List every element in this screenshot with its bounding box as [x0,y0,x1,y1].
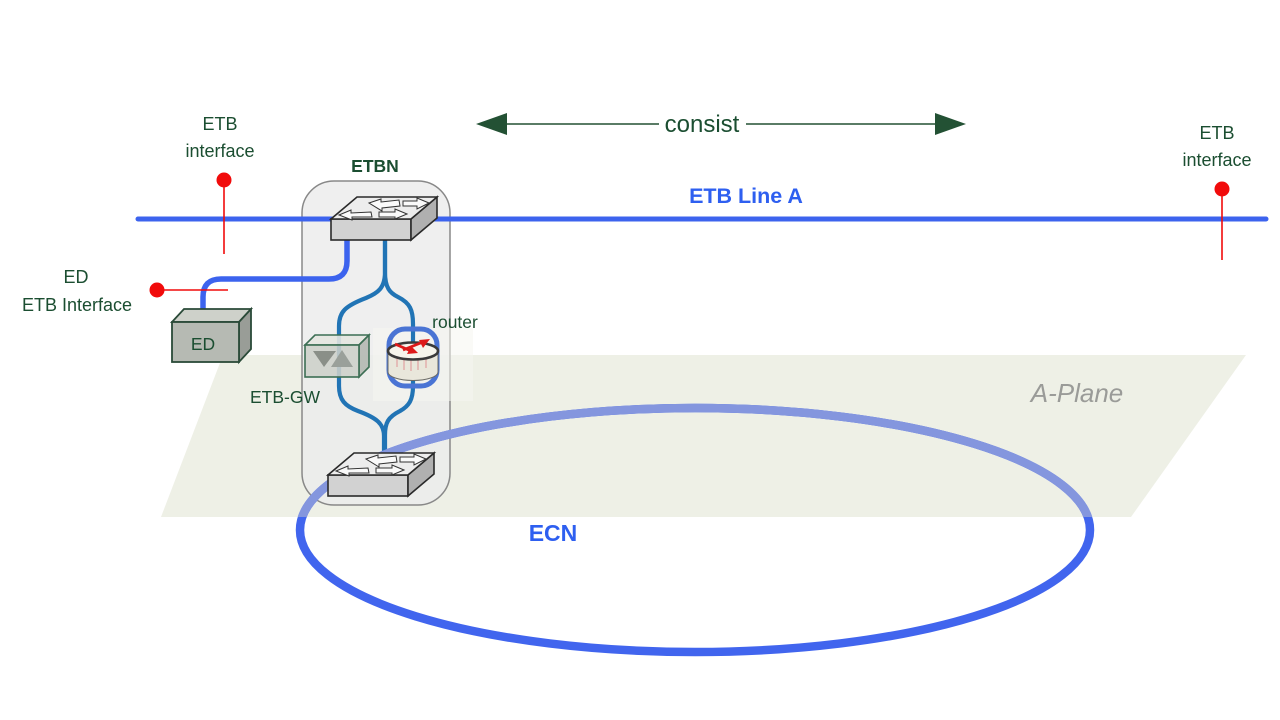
ed-box-label: ED [191,334,215,354]
svg-text:ED: ED [63,267,88,287]
router-arrows [394,339,430,354]
etbn-label: ETBN [351,156,399,176]
arrowhead-left [476,113,507,135]
left-etb-interface-label: ETB interface [185,114,254,161]
left-etb-interface-pin [216,172,232,254]
ecn-ring-muted-over-plane [295,403,1095,517]
router-icon [386,326,440,389]
consist-label: consist [665,111,740,138]
right-etb-interface-pin [1214,181,1230,260]
gw-down-triangle [313,351,336,367]
ed-etb-interface-pin [149,282,228,298]
etb-gw-label: ETB-GW [250,387,320,407]
a-plane-label: A-Plane [1029,378,1124,408]
ed-etb-interface-label: ED ETB Interface [22,267,132,315]
pin-dot [1214,181,1230,197]
pin-dot [216,172,232,188]
consist-arrow: consist [476,111,966,138]
ecn-label: ECN [529,520,578,546]
right-etb-interface-label: ETB interface [1182,123,1251,170]
svg-text:interface: interface [185,141,254,161]
svg-text:ETB Interface: ETB Interface [22,295,132,315]
svg-text:ETB: ETB [1199,123,1234,143]
pin-dot [149,282,165,298]
arrowhead-right [935,113,966,135]
svg-text:ETB: ETB [202,114,237,134]
svg-text:interface: interface [1182,150,1251,170]
gw-up-triangle [331,350,353,367]
etb-line-a-label: ETB Line A [689,184,803,208]
router-label: router [432,312,478,332]
etb-gw-icon [303,333,371,379]
ed-device-box: ED [169,306,254,365]
